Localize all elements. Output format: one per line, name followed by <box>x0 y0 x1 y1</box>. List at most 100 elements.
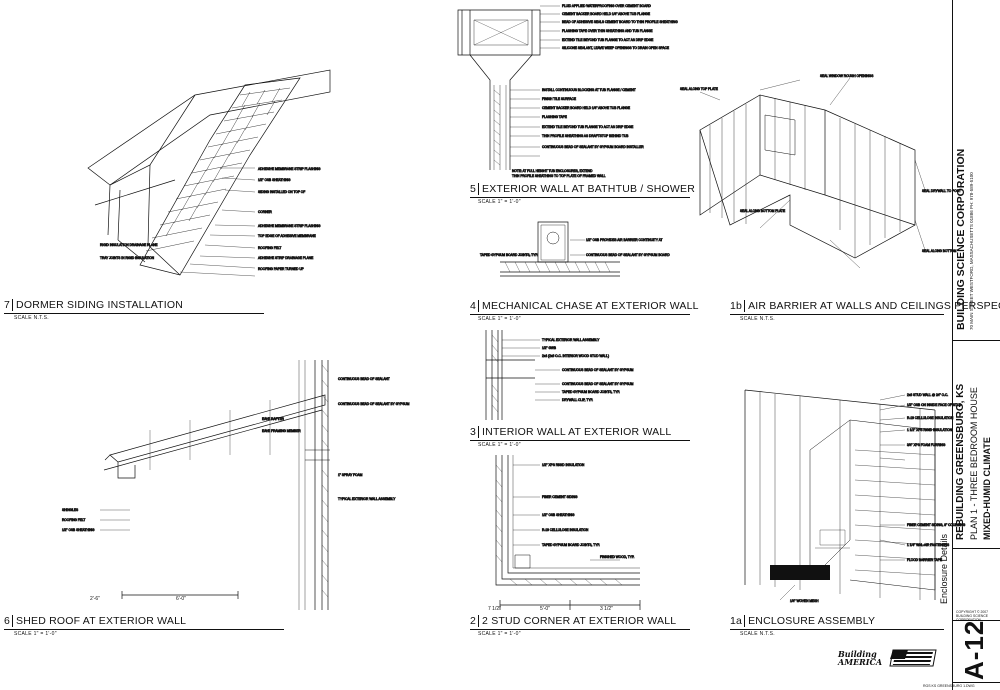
svg-text:FLASHING TAPE OVER THIN SHEATH: FLASHING TAPE OVER THIN SHEATHING AND TU… <box>562 29 653 33</box>
air-barrier-perspective-drawing: SEAL WINDOW ROUGH OPENINGS SEAL ALONG TO… <box>680 74 961 269</box>
svg-text:CONTINUOUS BEAD OF SEALANT BY: CONTINUOUS BEAD OF SEALANT BY GYPSUM <box>562 382 634 386</box>
title-underline <box>470 314 690 315</box>
svg-text:1/2" OSB SHEATHING: 1/2" OSB SHEATHING <box>258 178 291 182</box>
svg-text:1/2" OSB SHEATHING: 1/2" OSB SHEATHING <box>62 528 95 532</box>
detail-title-text: ENCLOSURE ASSEMBLY <box>744 615 876 627</box>
svg-text:TAPED GYPSUM BOARD JOINTS, TYP: TAPED GYPSUM BOARD JOINTS, TYP. <box>480 253 538 257</box>
detail-number: 2 <box>470 615 477 627</box>
company-address: 70 MAIN STREET WESTFORD, MASSACHUSETTS 0… <box>969 172 974 330</box>
company-name: BUILDING SCIENCE CORPORATION <box>955 148 967 330</box>
svg-text:BEAD OF ADHESIVE SEALS CEMENT: BEAD OF ADHESIVE SEALS CEMENT BOARD TO T… <box>562 20 678 24</box>
detail-number: 5 <box>470 183 477 195</box>
svg-text:TAPED GYPSUM BOARD JOINTS, TYP: TAPED GYPSUM BOARD JOINTS, TYP. <box>542 543 600 547</box>
title-divider <box>953 620 1000 621</box>
dimension-label: 7 1/2" <box>488 606 501 612</box>
sheet-title: Enclosure Details <box>939 533 949 604</box>
detail-number: 1b <box>730 300 743 312</box>
detail-title-text: MECHANICAL CHASE AT EXTERIOR WALL <box>478 300 699 312</box>
svg-text:THIN PROFILE SHEATHING AS DRAF: THIN PROFILE SHEATHING AS DRAFTSTOP BEHI… <box>542 134 628 138</box>
detail-scale: SCALE 1" = 1'-0" <box>478 442 521 448</box>
drawing-file-name: RGS KS GREENSBURG 1.DWG <box>923 684 975 688</box>
detail-scale: SCALE 1" = 1'-0" <box>478 316 521 322</box>
plan-name: PLAN 1 - THREE BEDROOM HOUSE <box>969 387 979 540</box>
svg-text:1 1/2" XPS RIGID INSULATION: 1 1/2" XPS RIGID INSULATION <box>907 428 953 432</box>
dimension-label: 2'-6" <box>90 596 100 602</box>
title-block: BUILDING SCIENCE CORPORATION 70 MAIN STR… <box>923 0 1000 690</box>
detail-scale: SCALE 1" = 1'-0" <box>478 631 521 637</box>
svg-text:TAPED GYPSUM BOARD JOINTS, TYP: TAPED GYPSUM BOARD JOINTS, TYP. <box>562 390 620 394</box>
svg-text:1 1/4" WAL-AIR FASTENERS: 1 1/4" WAL-AIR FASTENERS <box>907 543 949 547</box>
svg-text:CEMENT BACKER BOARD HELD 1/4": CEMENT BACKER BOARD HELD 1/4" ABOVE TUB … <box>562 12 650 16</box>
interior-wall-drawing: TYPICAL EXTERIOR WALL ASSEMBLY 1/2" GWB … <box>485 330 634 420</box>
detail-number: 6 <box>4 615 11 627</box>
detail-title-text: INTERIOR WALL AT EXTERIOR WALL <box>478 426 672 438</box>
svg-text:FLOOD BARRIER TAPE: FLOOD BARRIER TAPE <box>907 558 942 562</box>
svg-text:RIGID INSULATION DRAINAGE PLAN: RIGID INSULATION DRAINAGE PLANE <box>100 243 158 247</box>
svg-text:SHINGLES: SHINGLES <box>62 508 78 512</box>
detail-title-text: 2 STUD CORNER AT EXTERIOR WALL <box>478 615 677 627</box>
sheet-number: A-12 <box>959 619 989 680</box>
svg-text:SEAL ALONG BOTTOM: SEAL ALONG BOTTOM <box>922 249 957 253</box>
detail-scale: SCALE 1" = 1'-0" <box>478 199 521 205</box>
svg-text:ADHESIVE STRIP DRAINAGE PLANE: ADHESIVE STRIP DRAINAGE PLANE <box>258 256 313 260</box>
svg-text:CONTINUOUS BEAD OF SEALANT: CONTINUOUS BEAD OF SEALANT <box>338 377 390 381</box>
svg-text:2x4 (2x6 O.C. INTERIOR WOOD ST: 2x4 (2x6 O.C. INTERIOR WOOD STUD WALL) <box>542 354 609 358</box>
svg-text:CONTINUOUS BEAD OF SEALANT BY: CONTINUOUS BEAD OF SEALANT BY GYPSUM <box>338 402 410 406</box>
building-america-logo: Building AMERICA <box>838 646 938 670</box>
detail-title-text: SHED ROOF AT EXTERIOR WALL <box>12 615 187 627</box>
title-underline <box>470 197 690 198</box>
project-name: REBUILDING GREENSBURG, KS <box>955 383 966 540</box>
detail-title-text: DORMER SIDING INSTALLATION <box>12 299 184 311</box>
svg-text:ROOFING FELT: ROOFING FELT <box>62 518 85 522</box>
svg-text:1/4" WOVEN MESH: 1/4" WOVEN MESH <box>790 599 819 603</box>
dormer-siding-drawing: ADHESIVE MEMBRANE STRIP FLASHING 1/2" OS… <box>87 69 331 277</box>
dimension-label: 6'-0" <box>176 596 186 602</box>
svg-text:FIBER CEMENT SIDING, 8" COURSI: FIBER CEMENT SIDING, 8" COURSING <box>907 523 966 527</box>
climate-zone: MIXED-HUMID CLIMATE <box>982 437 992 540</box>
svg-text:SIDING INSTALLED ON TOP OF: SIDING INSTALLED ON TOP OF <box>258 190 305 194</box>
svg-text:SEAL ALONG BOTTOM PLATE: SEAL ALONG BOTTOM PLATE <box>740 209 785 213</box>
title-underline <box>470 440 690 441</box>
detail-number: 3 <box>470 426 477 438</box>
detail-number: 4 <box>470 300 477 312</box>
detail-title-text: AIR BARRIER AT WALLS AND CEILINGS PERSPE… <box>744 300 1000 312</box>
svg-text:EAVE RAFTER: EAVE RAFTER <box>262 417 285 421</box>
svg-text:SILICONE SEALANT, LEAVE WEEP O: SILICONE SEALANT, LEAVE WEEP OPENINGS TO… <box>562 46 669 50</box>
svg-text:FLUID APPLIED WATERPROOFING OV: FLUID APPLIED WATERPROOFING OVER CEMENT … <box>562 4 652 8</box>
shed-roof-drawing: SHINGLES ROOFING FELT 1/2" OSB SHEATHING… <box>62 360 410 610</box>
detail-scale: SCALE N.T.S. <box>14 315 49 321</box>
svg-text:FIBER CEMENT SIDING: FIBER CEMENT SIDING <box>542 495 578 499</box>
svg-text:CORNER: CORNER <box>258 210 273 214</box>
logo-text: Building AMERICA <box>838 649 883 667</box>
svg-text:1/2" OSB ON INSIDE FACE OF STU: 1/2" OSB ON INSIDE FACE OF STUD <box>907 403 962 407</box>
svg-text:CONTINUOUS BEAD OF SEALANT BY: CONTINUOUS BEAD OF SEALANT BY GYPSUM BOA… <box>542 145 644 149</box>
svg-text:EXTEND TILE BEYOND TUB FLANGE: EXTEND TILE BEYOND TUB FLANGE TO ACT AS … <box>562 38 653 42</box>
title-divider <box>953 548 1000 549</box>
svg-text:1/2" XPS RIGID INSULATION: 1/2" XPS RIGID INSULATION <box>542 463 585 467</box>
svg-text:R-19 CELLULOSE INSULATION: R-19 CELLULOSE INSULATION <box>542 528 589 532</box>
svg-text:SEAL WINDOW ROUGH OPENINGS: SEAL WINDOW ROUGH OPENINGS <box>820 74 873 78</box>
svg-text:3/4" XPS FOAM FURRING: 3/4" XPS FOAM FURRING <box>907 443 946 447</box>
dimension-label: 3 1/2" <box>600 606 613 612</box>
title-underline <box>4 313 264 314</box>
svg-text:NOTE: AT FULL HEIGHT TUB ENCLO: NOTE: AT FULL HEIGHT TUB ENCLOSURES, EXT… <box>512 169 593 173</box>
svg-text:1" SPRAY FOAM: 1" SPRAY FOAM <box>338 473 363 477</box>
detail-scale: SCALE 1" = 1'-0" <box>14 631 57 637</box>
detail-number: 1a <box>730 615 743 627</box>
svg-text:ROOFING FELT: ROOFING FELT <box>258 246 281 250</box>
dimension-label: 5'-0" <box>540 606 550 612</box>
svg-text:FINISH TILE SURFACE: FINISH TILE SURFACE <box>542 97 576 101</box>
stud-corner-drawing: 1/2" XPS RIGID INSULATION FIBER CEMENT S… <box>495 455 641 610</box>
detail-scale: SCALE N.T.S. <box>740 631 775 637</box>
flag-icon <box>889 649 937 667</box>
svg-text:ADHESIVE MEMBRANE STRIP FLASHI: ADHESIVE MEMBRANE STRIP FLASHING <box>258 167 321 171</box>
svg-text:ADHESIVE MEMBRANE STRIP FLASHI: ADHESIVE MEMBRANE STRIP FLASHING <box>258 224 321 228</box>
